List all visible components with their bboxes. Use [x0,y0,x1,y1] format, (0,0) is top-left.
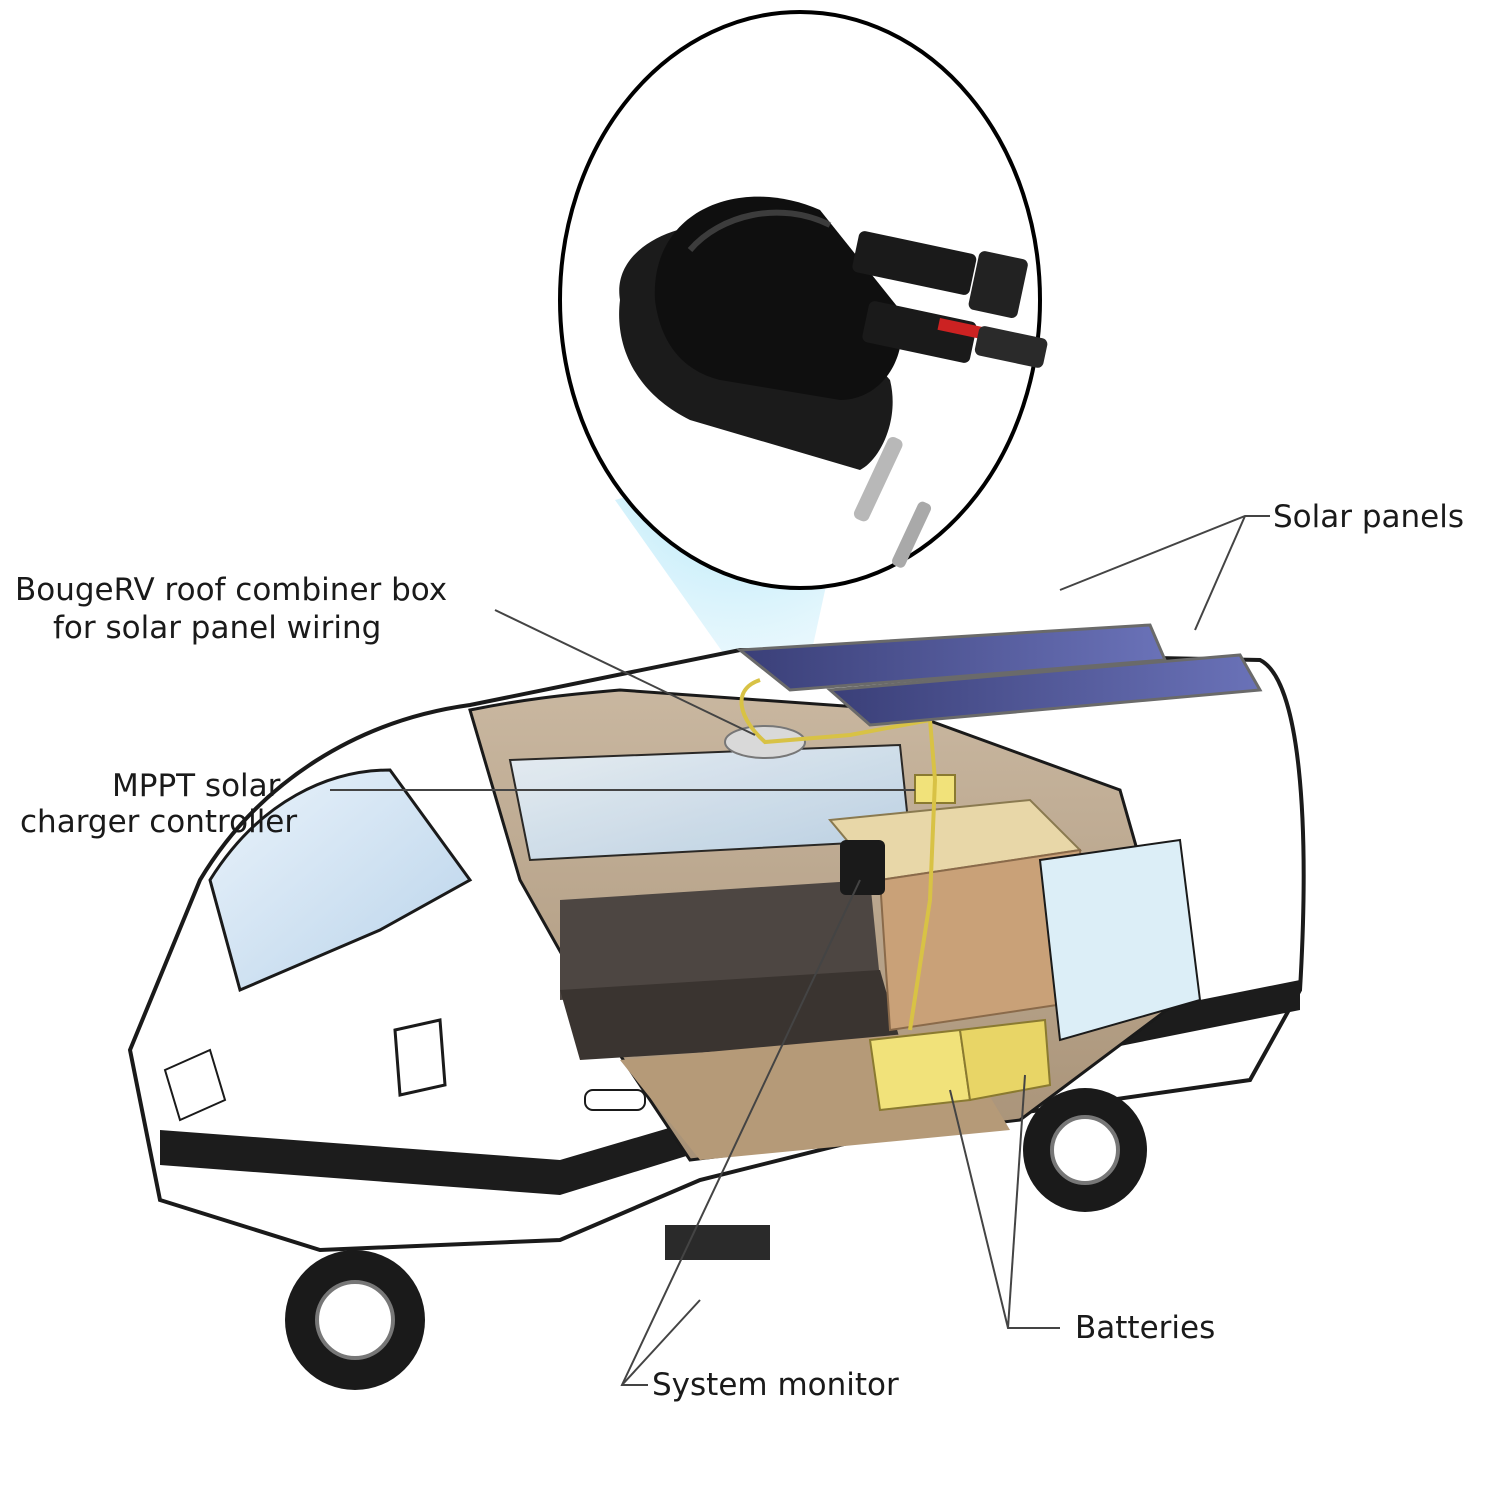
batteries-label: Batteries [1075,1310,1216,1346]
system-monitor-leader-2 [621,1299,701,1386]
mppt-label-line1: MPPT solar [112,768,281,804]
solar-panels-label: Solar panels [1273,499,1465,535]
combiner-box-label-line1: BougeRV roof combiner box [15,572,448,608]
leader-lines [330,515,1270,1386]
rv-van-illustration [127,623,1306,1390]
batteries-leader-2 [1007,1074,1026,1329]
combiner-box-closeup [558,10,1048,590]
solar-panels-leader-2 [1194,515,1246,631]
combiner-leader [494,609,756,736]
system-monitor-label: System monitor [652,1367,899,1403]
solar-panels-leader [1059,515,1270,591]
combiner-box-label-line2: for solar panel wiring [53,610,382,646]
mppt-label-line2: charger controller [20,804,298,840]
